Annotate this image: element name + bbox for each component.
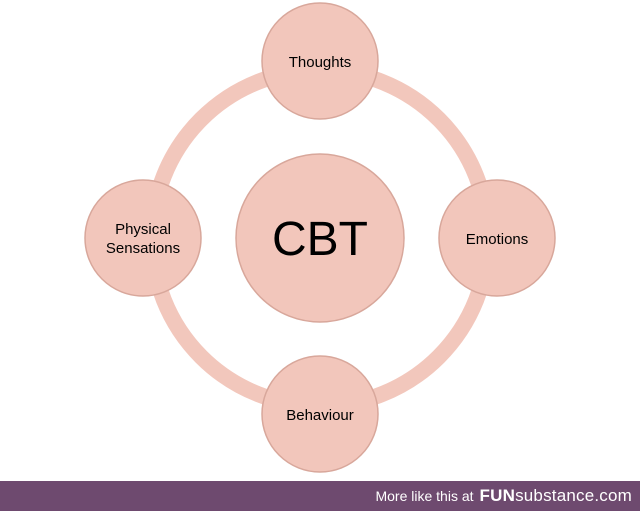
brand-domain: .com xyxy=(594,486,632,505)
brand-fun: FUN xyxy=(479,486,516,505)
node-emotions: Emotions xyxy=(438,179,556,297)
node-physical-sensations-label-line1: Physical xyxy=(115,221,171,238)
footer-text: More like this at xyxy=(375,488,474,504)
node-behaviour: Behaviour xyxy=(261,355,379,473)
funsubstance-link[interactable]: FUNsubstance.com xyxy=(480,486,632,506)
node-physical-sensations-label-line2: Sensations xyxy=(106,240,180,257)
node-behaviour-label: Behaviour xyxy=(286,407,354,424)
node-emotions-label: Emotions xyxy=(466,231,529,248)
node-thoughts: Thoughts xyxy=(261,2,379,120)
node-physical-sensations: Physical Sensations xyxy=(84,179,202,297)
footer-bar: More like this at FUNsubstance.com xyxy=(0,481,640,511)
brand-substance: substance xyxy=(515,486,595,505)
center-node: CBT xyxy=(235,153,405,323)
node-thoughts-label: Thoughts xyxy=(289,54,352,71)
center-label: CBT xyxy=(272,213,368,266)
cbt-cycle-diagram: CBT Thoughts Emotions Behaviour Physical… xyxy=(84,2,556,473)
